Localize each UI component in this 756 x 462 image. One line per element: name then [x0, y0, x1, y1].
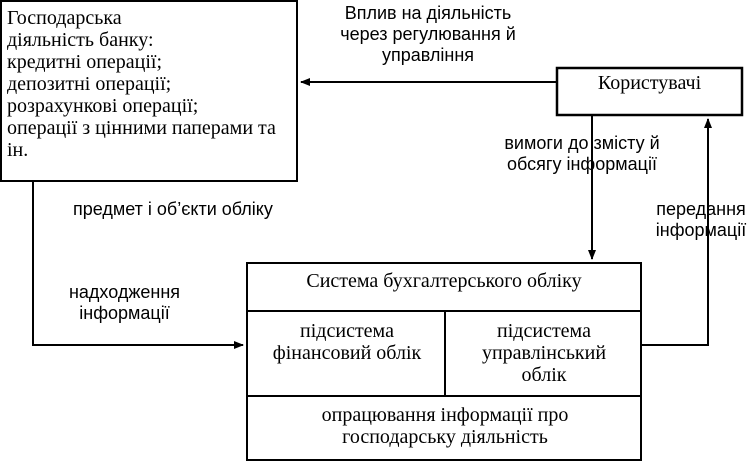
subject-label: предмет і об’єкти обліку: [73, 199, 273, 219]
inflow-label: надходження інформації: [68, 282, 181, 323]
influence-label: Вплив на діяльність через регулювання й …: [340, 3, 516, 65]
bank-activity-item: кредитні операції;: [7, 51, 163, 73]
bank-activity-item: депозитні операції;: [7, 73, 172, 95]
processing-label: опрацювання інформації про господарську …: [321, 404, 569, 448]
users-label: Користувачі: [597, 72, 702, 94]
financial-subsystem-label: підсистема фінансовий облік: [272, 320, 422, 364]
inflow-arrow: [32, 181, 244, 349]
managerial-subsystem-label: підсистема управлінський облік: [481, 320, 607, 386]
users-box: [555, 66, 744, 117]
bank-activity-text: Господарська діяльність банку: кредитні …: [7, 7, 293, 161]
accounting-system-title: Система бухгалтерського обліку: [306, 270, 582, 292]
accounting-system-box: [246, 262, 642, 461]
transfer-label: передання інформації: [655, 199, 747, 240]
bank-activity-box: [0, 0, 298, 182]
bank-activity-item: розрахункові операції;: [7, 95, 199, 117]
transfer-arrow: [641, 118, 712, 346]
requirements-label: вимоги до змісту й обсягу інформації: [504, 133, 660, 174]
bank-activity-title: Господарська діяльність банку:: [7, 7, 154, 51]
bank-activity-item: операції з цінними паперами та ін.: [7, 117, 276, 161]
